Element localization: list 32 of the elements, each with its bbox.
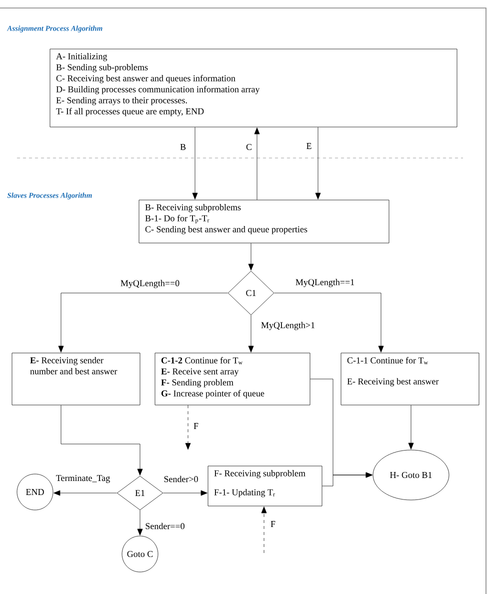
process-box: A- Initializing B- Sending sub-problems C- Receiving best answer and queues information D- Building processes communication information array E- Sending arrays to their processes. T- If all processes queue are empty, END: [50, 48, 458, 128]
edge-label: MyQLength>1: [260, 320, 316, 332]
edge-label: F: [192, 422, 200, 430]
arrow: [254, 128, 260, 200]
edge-label: C: [245, 142, 253, 152]
edge-label: Terminate_Tag: [54, 474, 112, 484]
arrow: [261, 506, 267, 554]
edge-label: E: [305, 142, 313, 150]
process-box: B- Receiving subproblems B-1- Do for T$_{p}$-T$_{r}$ C- Sending best answer and queue properties: [138, 200, 390, 244]
edge-label: MyQLength==0: [119, 278, 181, 290]
edge-label: Sender==0: [144, 522, 186, 530]
arrow: [408, 405, 414, 450]
arrow: [248, 243, 254, 270]
edge-label: Sender>0: [162, 474, 200, 484]
arrow: [185, 405, 191, 450]
arrow: [60, 405, 143, 476]
arrow: [274, 292, 384, 352]
process-box: E- Receiving sender number and best answer: [12, 352, 140, 406]
arrow: [137, 510, 143, 536]
process-box: C-1-2 Continue for T$_{w}$ E- Receive sent array F- Sending problem G- Increase pointer of queue: [154, 352, 310, 406]
arrow: [58, 292, 228, 352]
edge-label: MyQLength==1: [294, 278, 356, 288]
edge-label: B: [179, 143, 187, 151]
process-box: F- Receiving subproblem F-1- Updating T$_{r}$: [208, 466, 322, 506]
edge-label: F: [270, 520, 276, 528]
arrow: [315, 127, 321, 200]
arrow: [163, 490, 208, 496]
process-box: C-1-1 Continue for T$_{w}$ E- Receiving best answer: [340, 352, 480, 406]
arrow: [54, 490, 117, 496]
arrow: [322, 472, 372, 486]
arrow: [192, 127, 198, 200]
arrow: [248, 315, 254, 352]
